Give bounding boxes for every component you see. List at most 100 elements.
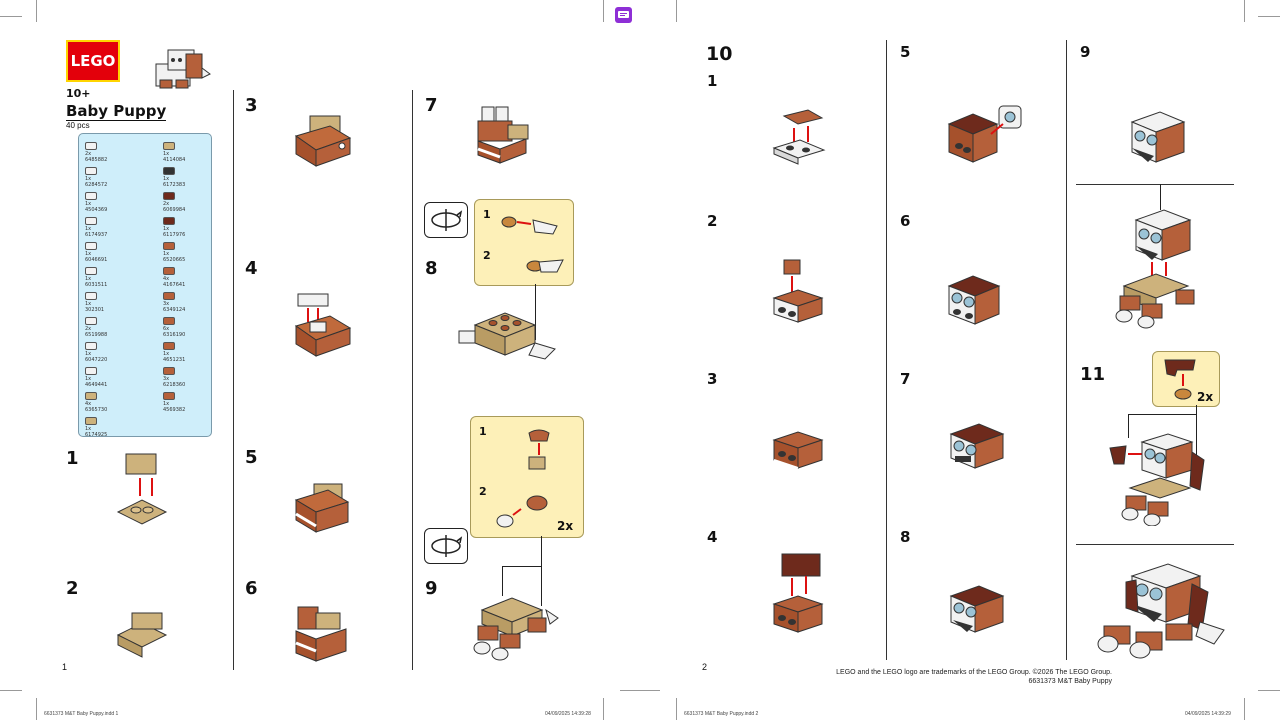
callout-pointer [502,566,503,596]
rotate-model-icon [424,528,468,564]
step-7-illustration [477,106,529,164]
inventory-part-icon [85,267,97,275]
crop-mark [1244,0,1245,22]
row-divider [1076,184,1234,185]
inventory-part-number: 6316190 [163,332,186,338]
finished-puppy-illustration [1097,563,1225,659]
inventory-part-icon [85,367,97,375]
inventory-part-icon [85,317,97,325]
trademark-text: LEGO and the LEGO logo are trademarks of… [836,669,1112,676]
inventory-part-number: 4167641 [163,282,186,288]
step-number-7: 7 [425,95,438,116]
inventory-part-number: 6174925 [85,432,108,438]
crop-mark [603,698,604,720]
inventory-part-number: 4651231 [163,357,186,363]
inventory-part-icon [85,217,97,225]
inventory-part-icon [85,142,97,150]
inventory-part-number: 6284572 [85,182,108,188]
inventory-part-number: 4569382 [163,407,186,413]
crop-mark [620,690,660,691]
inventory-part-icon [85,167,97,175]
age-label: 10+ [66,87,91,100]
product-code-text: 6631373 M&T Baby Puppy [1028,678,1112,685]
inventory-part-number: 302301 [85,307,105,313]
step-10-9-illustration [1130,111,1186,163]
sub-step-number: 9 [1080,43,1091,61]
quantity-multiplier: 2x [1197,390,1214,404]
sub-step-number: 1 [479,425,487,438]
inventory-part-number: 6485882 [85,157,108,163]
inventory-part-icon [163,142,175,150]
step-number-8: 8 [425,258,438,279]
puppy-model-illustration [155,49,211,89]
piece-count: 40 pcs [66,121,90,130]
comment-icon[interactable] [615,7,632,23]
column-divider [233,90,234,670]
sub-step-number: 2 [707,212,718,230]
inventory-part-number: 6519988 [85,332,108,338]
inventory-quantity: 1x [85,426,92,432]
step-number-10: 10 [706,43,733,65]
step-10-assembly-illustration [1115,209,1195,329]
inventory-quantity: 6x [163,326,170,332]
inventory-part-number: 6174937 [85,232,108,238]
step-10-8-illustration [949,585,1005,633]
inventory-quantity: 4x [85,401,92,407]
sub-step-number: 1 [483,208,491,221]
inventory-quantity: 1x [85,226,92,232]
print-slug-file: 6631373 M&T Baby Puppy.indd 1 [44,711,119,717]
sub-step-number: 3 [707,370,718,388]
inventory-quantity: 1x [85,176,92,182]
column-divider [412,90,413,670]
crop-mark [603,0,604,22]
step-10-1-illustration [772,109,826,165]
crop-mark [676,0,677,22]
inventory-part-number: 6349124 [163,307,186,313]
inventory-part-number: 6520665 [163,257,186,263]
step-10-7-illustration [949,423,1005,469]
callout-pointer [1128,414,1129,438]
step-number-3: 3 [245,95,258,116]
inventory-part-icon [163,167,175,175]
callout-pointer [541,536,542,606]
step-6-illustration [295,606,347,662]
page-number-left: 1 [62,662,68,672]
inventory-quantity: 1x [163,151,170,157]
step-number-6: 6 [245,578,258,599]
inventory-quantity: 1x [85,376,92,382]
inventory-part-icon [163,267,175,275]
inventory-part-icon [85,342,97,350]
inventory-part-number: 6365730 [85,407,108,413]
crop-mark [36,698,37,720]
inventory-part-icon [85,242,97,250]
sub-step-number: 2 [479,485,487,498]
inventory-part-icon [85,417,97,425]
print-slug-file: 6631373 M&T Baby Puppy.indd 2 [684,711,759,717]
sub-assembly-callout-step-11: 2x [1152,351,1220,407]
inventory-part-icon [163,367,175,375]
sub-step-number: 2 [483,249,491,262]
crop-mark [36,0,37,22]
inventory-part-icon [85,192,97,200]
callout-pointer [535,284,536,340]
inventory-part-number: 6031511 [85,282,108,288]
inventory-quantity: 1x [163,251,170,257]
inventory-quantity: 2x [163,201,170,207]
step-10-6-illustration [947,275,1001,325]
sub-assembly-callout-step-8: 1 2 [474,199,574,286]
inventory-quantity: 3x [163,376,170,382]
sub-assembly-illustration [1164,359,1196,400]
print-slug-date: 04/09/2025 14:39:28 [545,711,591,717]
sub-step-number: 1 [707,72,718,90]
callout-pointer [1160,184,1161,210]
inventory-part-icon [85,392,97,400]
step-11-illustration [1109,433,1205,526]
crop-mark [1244,698,1245,720]
sub-assembly-callout-step-9: 1 2 2x [470,416,584,538]
inventory-quantity: 1x [85,251,92,257]
step-5-illustration [294,483,350,533]
step-number-2: 2 [66,578,79,599]
inventory-part-number: 4504369 [85,207,108,213]
row-divider [1076,544,1234,545]
